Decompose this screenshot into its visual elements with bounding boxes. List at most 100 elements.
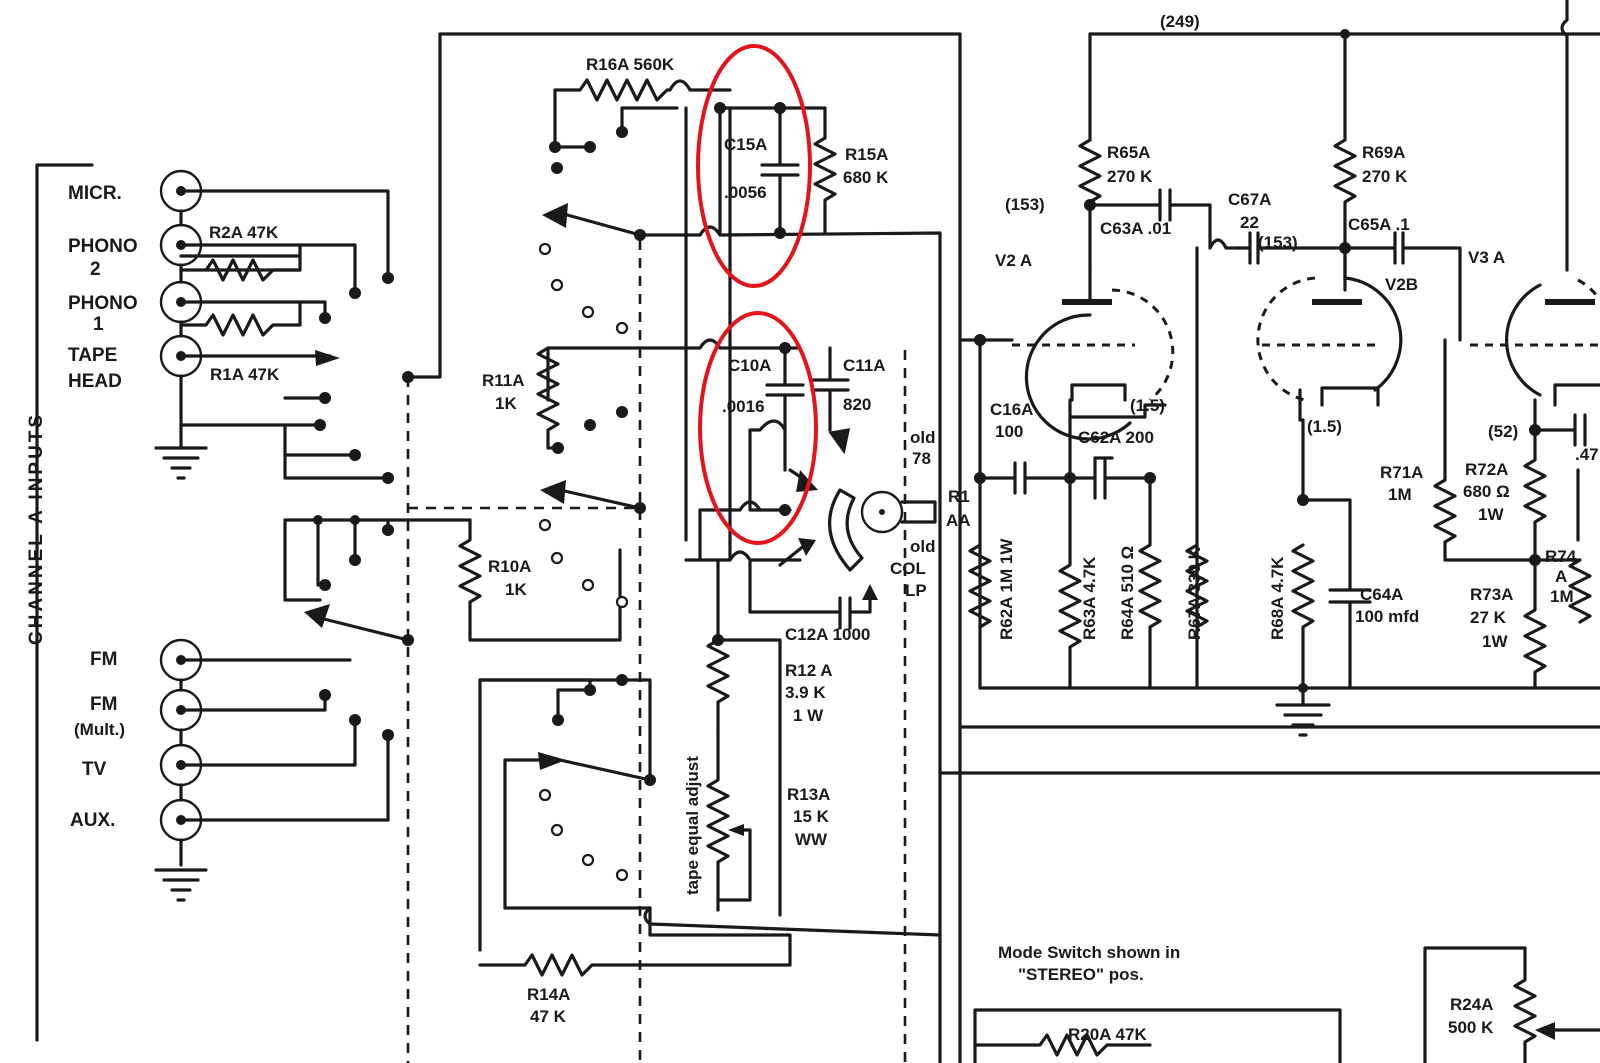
label-c16a: C16A (990, 400, 1033, 419)
tube-v2a (1012, 288, 1175, 441)
label-v2a: V2 A (995, 251, 1032, 270)
label-r14a-value: 47 K (530, 1007, 567, 1026)
label-r11a: R11A (482, 371, 525, 390)
label-r69a: R69A (1362, 143, 1405, 162)
label-mode-switch: Mode Switch shown in (998, 943, 1180, 962)
label-r73a-value: 27 K (1470, 608, 1507, 627)
label-r12a-value: 3.9 K (785, 683, 826, 702)
label-r72a-value: 680 Ω (1463, 482, 1510, 501)
label-r72a-watts: 1W (1478, 505, 1504, 524)
channel-a-inputs-bracket (35, 163, 94, 1042)
tube-v3a (1470, 278, 1600, 407)
label-r74: R74 (1545, 547, 1577, 566)
svg-text:TAPE: TAPE (68, 345, 117, 366)
label-r13a-type: WW (795, 830, 828, 849)
input-jacks (159, 169, 203, 867)
ground-symbols (154, 443, 1331, 902)
tube-v2b (1256, 276, 1403, 407)
label-r16a: R16A 560K (586, 55, 675, 74)
label-v2b: V2B (1385, 275, 1418, 294)
label-lp: LP (905, 581, 927, 600)
label-c65a: C65A .1 (1348, 215, 1410, 234)
label-c11a-value: 820 (843, 395, 871, 414)
label-r74-value: 1M (1550, 587, 1574, 606)
v2b-wiring (1291, 388, 1372, 690)
svg-text:PHONO: PHONO (68, 236, 138, 257)
label-r73a: R73A (1470, 585, 1513, 604)
component-labels: R2A 47K R1A 47K R16A 560K C15A .0056 R1 5… (209, 12, 1599, 1044)
v3a-wiring (1433, 338, 1592, 690)
svg-text:PHONO: PHONO (68, 293, 138, 314)
switch-linkages (406, 240, 907, 1063)
label-r72a: R72A (1465, 460, 1508, 479)
label-78: 78 (912, 449, 931, 468)
label-r73a-watts: 1W (1482, 632, 1508, 651)
label-voltage-52: (52) (1488, 422, 1518, 441)
lower-input-wiring (179, 515, 622, 822)
label-r24a-value: 500 K (1448, 1018, 1494, 1037)
label-r71a: R71A (1380, 463, 1423, 482)
label-r65a-value: 270 K (1107, 167, 1153, 186)
label-r14a: R14A (527, 985, 570, 1004)
c15a-r15a-network (684, 102, 942, 1063)
svg-text:R64A 510 Ω: R64A 510 Ω (1118, 546, 1137, 640)
label-c10a: C10A (728, 356, 771, 375)
label-c-047: .47 (1575, 445, 1599, 464)
label-old78: old (910, 428, 936, 447)
r16a-resistor (538, 78, 732, 335)
svg-text:R68A 4.7K: R68A 4.7K (1268, 556, 1287, 640)
svg-text:HEAD: HEAD (68, 371, 122, 392)
highlight-c15a (696, 44, 812, 288)
c12a-capacitor (748, 558, 878, 630)
label-old-col: old (910, 537, 936, 556)
label-c64a-value: 100 mfd (1355, 607, 1419, 626)
label-c15a: C15A (724, 135, 767, 154)
label-r71a-value: 1M (1388, 485, 1412, 504)
label-c16a-value: 100 (995, 422, 1023, 441)
label-r2a: R2A 47K (209, 223, 279, 242)
label-r1a: R1A 47K (210, 365, 280, 384)
label-r20a: R20A 47K (1068, 1025, 1147, 1044)
tape-equal-adjust-label: tape equal adjust (683, 756, 702, 895)
r12a-r13a-network (706, 558, 782, 917)
svg-text:2: 2 (90, 259, 101, 280)
input-wiring (179, 32, 962, 1063)
r11a-resistor (536, 338, 802, 609)
label-r1: R1 (948, 487, 970, 506)
svg-text:TV: TV (82, 759, 107, 780)
label-c11a: C11A (843, 356, 886, 375)
label-voltage-249: (249) (1160, 12, 1200, 31)
label-mode-stereo: "STEREO" pos. (1018, 965, 1144, 984)
v2a-wiring (958, 188, 1462, 690)
label-c15a-value: .0056 (724, 183, 767, 202)
label-r65a: R65A (1107, 143, 1150, 162)
svg-text:R63A 4.7K: R63A 4.7K (1080, 556, 1099, 640)
lower-switch (478, 674, 942, 977)
label-voltage-153b: (153) (1258, 233, 1298, 252)
highlight-c10a (698, 311, 818, 545)
label-r10a-value: 1K (505, 580, 527, 599)
label-voltage-1-5a: (1.5) (1130, 396, 1165, 415)
b-plus-rail (1078, 0, 1600, 292)
bottom-right-section (973, 946, 1600, 1063)
label-c63a: C63A .01 (1100, 219, 1171, 238)
label-r13a-value: 15 K (793, 807, 830, 826)
label-r10a: R10A (488, 557, 531, 576)
svg-text:FM: FM (90, 649, 117, 670)
label-r13a: R13A (787, 785, 830, 804)
svg-text:AUX.: AUX. (70, 810, 115, 831)
label-r12a-watts: 1 W (793, 706, 824, 725)
label-r11a-value: 1K (495, 394, 517, 413)
label-voltage-1-5b: (1.5) (1307, 417, 1342, 436)
label-r74-a: A (1555, 567, 1567, 586)
svg-text:R67A 330 K: R67A 330 K (1185, 546, 1204, 640)
svg-text:FM: FM (90, 694, 117, 715)
label-r15a-value: 680 K (843, 168, 889, 187)
svg-text:MICR.: MICR. (68, 183, 122, 204)
label-c67a-value: 22 (1240, 213, 1259, 232)
label-c62a: C62A 200 (1078, 428, 1154, 447)
ground-bus (938, 683, 1600, 775)
label-aa: AA (946, 511, 971, 530)
label-c64a: C64A (1360, 585, 1403, 604)
label-c10a-value: .0016 (722, 397, 765, 416)
